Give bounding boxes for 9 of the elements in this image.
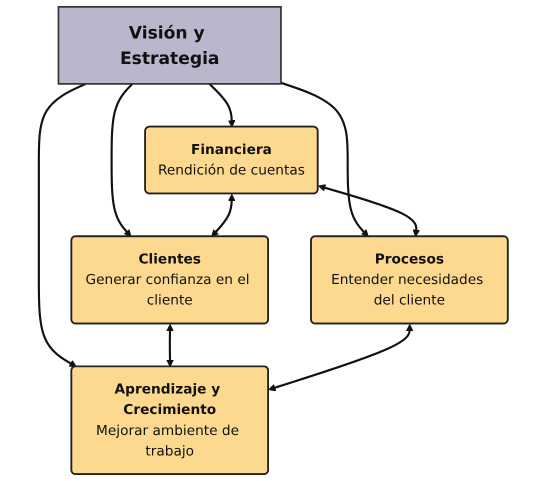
arrow — [38, 82, 86, 368]
arrow — [318, 184, 420, 237]
arrow — [280, 82, 369, 237]
arrow — [166, 324, 174, 368]
node-box: Visión y Estrategia — [58, 6, 282, 85]
arrow — [208, 83, 236, 128]
arrow — [268, 324, 414, 392]
arrow — [110, 83, 134, 237]
arrow — [211, 194, 236, 237]
